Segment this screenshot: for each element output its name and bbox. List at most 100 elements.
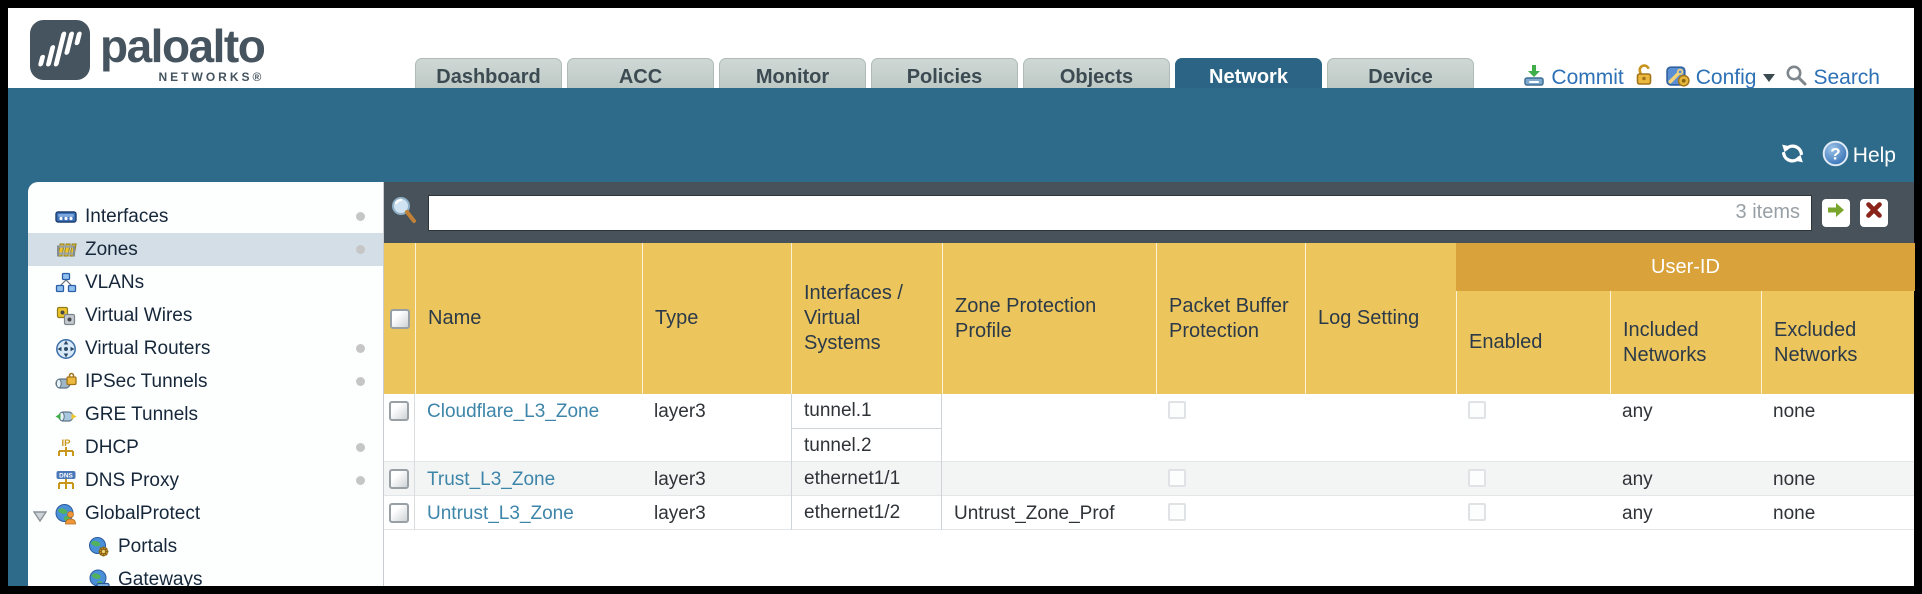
svg-text:?: ?	[1830, 145, 1840, 164]
packet-buffer-checkbox[interactable]	[1168, 503, 1186, 521]
cell-user-id-enabled	[1456, 496, 1610, 530]
sidebar-item-zones[interactable]: Zones	[28, 233, 383, 266]
column-header-zone-protection-profile[interactable]: Zone Protection Profile	[942, 243, 1156, 394]
cell-name: Untrust_L3_Zone	[415, 496, 642, 530]
sidebar-item-globalprotect[interactable]: GlobalProtect	[28, 497, 383, 530]
column-header-name[interactable]: Name	[415, 243, 642, 394]
apply-filter-button[interactable]	[1822, 198, 1850, 227]
paloalto-logo-mark-icon	[30, 20, 90, 85]
column-header-included-networks[interactable]: Included Networks	[1610, 291, 1761, 394]
virtual-routers-icon	[55, 338, 77, 360]
column-header-packet-buffer-protection[interactable]: Packet Buffer Protection	[1156, 243, 1305, 394]
filter-input[interactable]	[428, 194, 1812, 231]
sidebar-item-label: IPSec Tunnels	[85, 370, 208, 392]
cell-interfaces: ethernet1/2	[791, 496, 942, 530]
sidebar-item-label: Virtual Wires	[85, 304, 193, 326]
sidebar-item-label: GRE Tunnels	[85, 403, 198, 425]
cell-packet-buffer-protection	[1156, 394, 1305, 462]
packet-buffer-checkbox[interactable]	[1168, 401, 1186, 419]
sidebar-item-gateways[interactable]: Gateways	[28, 563, 383, 586]
help-icon: ?	[1822, 140, 1849, 172]
zone-name-link[interactable]: Cloudflare_L3_Zone	[427, 401, 600, 422]
cell-zone-protection-profile	[942, 462, 1156, 496]
zones-icon	[55, 239, 77, 261]
row-checkbox[interactable]	[389, 401, 409, 421]
interface-entry: tunnel.1	[804, 400, 872, 421]
user-id-group-header: User-ID	[1456, 243, 1915, 291]
portals-icon	[88, 536, 110, 558]
refresh-icon[interactable]	[1779, 140, 1806, 172]
sidebar-item-vlans[interactable]: VLANs	[28, 266, 383, 299]
zone-name-link[interactable]: Trust_L3_Zone	[427, 469, 556, 490]
table-row: Untrust_L3_Zone layer3 ethernet1/2 Untru…	[384, 496, 1914, 530]
sidebar-item-virtual-wires[interactable]: Virtual Wires	[28, 299, 383, 332]
help-label: Help	[1852, 144, 1896, 167]
dns-proxy-icon: DNS	[55, 470, 77, 492]
sidebar-item-virtual-routers[interactable]: Virtual Routers	[28, 332, 383, 365]
interface-entry: ethernet1/1	[804, 468, 901, 489]
gre-tunnels-icon	[55, 404, 77, 426]
red-x-icon	[1865, 201, 1883, 224]
row-checkbox-cell	[384, 496, 415, 530]
row-checkbox[interactable]	[389, 503, 409, 523]
cell-packet-buffer-protection	[1156, 496, 1305, 530]
packet-buffer-checkbox[interactable]	[1168, 469, 1186, 487]
status-dot	[356, 212, 365, 221]
column-header-excluded-networks[interactable]: Excluded Networks	[1761, 291, 1915, 394]
paloalto-logo: paloalto NETWORKS®	[30, 20, 266, 85]
config-icon	[1665, 62, 1691, 93]
cell-excluded-networks: none	[1773, 469, 1816, 490]
commit-icon	[1522, 63, 1546, 92]
column-header-type[interactable]: Type	[642, 243, 791, 394]
column-header-log-setting[interactable]: Log Setting	[1305, 243, 1456, 394]
sidebar-item-label: GlobalProtect	[85, 502, 201, 524]
sidebar-item-label: DNS Proxy	[85, 469, 179, 491]
cell-log-setting	[1305, 394, 1456, 462]
status-dot	[356, 344, 365, 353]
filter-bar: 3 items	[384, 182, 1914, 243]
sidebar-item-portals[interactable]: Portals	[28, 530, 383, 563]
header-checkbox-cell	[384, 243, 415, 394]
commit-button[interactable]: Commit	[1522, 63, 1624, 92]
cell-type: layer3	[654, 469, 706, 490]
cell-zone-protection-profile: Untrust_Zone_Prof	[954, 503, 1115, 524]
clear-filter-button[interactable]	[1860, 198, 1888, 227]
filter-input-wrap: 3 items	[428, 194, 1812, 231]
column-header-interfaces[interactable]: Interfaces / Virtual Systems	[791, 243, 942, 394]
lock-icon[interactable]	[1633, 63, 1656, 92]
help-button[interactable]: ? Help	[1822, 140, 1896, 172]
user-id-enabled-checkbox[interactable]	[1468, 469, 1486, 487]
cell-interfaces: ethernet1/1	[791, 462, 942, 496]
user-id-enabled-checkbox[interactable]	[1468, 401, 1486, 419]
zone-name-link[interactable]: Untrust_L3_Zone	[427, 503, 574, 524]
sidebar-item-ipsec-tunnels[interactable]: IPSec Tunnels	[28, 365, 383, 398]
user-id-enabled-checkbox[interactable]	[1468, 503, 1486, 521]
cell-excluded-networks: none	[1773, 503, 1816, 524]
row-checkbox-cell	[384, 462, 415, 496]
status-dot	[356, 443, 365, 452]
sidebar-item-gre-tunnels[interactable]: GRE Tunnels	[28, 398, 383, 431]
select-all-checkbox[interactable]	[389, 308, 410, 329]
sidebar-item-dhcp[interactable]: IP DHCP	[28, 431, 383, 464]
cell-log-setting	[1305, 462, 1456, 496]
cell-interfaces: tunnel.1 tunnel.2	[791, 394, 942, 462]
cell-type: layer3	[654, 503, 706, 524]
sidebar-item-label: Zones	[85, 238, 138, 260]
column-header-enabled[interactable]: Enabled	[1456, 291, 1610, 394]
sidebar-item-label: VLANs	[85, 271, 145, 293]
ipsec-tunnels-icon	[55, 371, 77, 393]
config-menu-button[interactable]: Config	[1665, 62, 1776, 93]
expander-triangle-icon[interactable]	[32, 507, 48, 529]
sidebar-item-label: DHCP	[85, 436, 139, 458]
sidebar-item-interfaces[interactable]: Interfaces	[28, 200, 383, 233]
sidebar-panel: Interfaces Zones	[28, 182, 383, 586]
row-checkbox[interactable]	[389, 469, 409, 489]
sidebar-item-dns-proxy[interactable]: DNS DNS Proxy	[28, 464, 383, 497]
cell-zone-protection-profile	[942, 394, 1156, 462]
table-row: Trust_L3_Zone layer3 ethernet1/1 any non…	[384, 462, 1914, 496]
search-button[interactable]: Search	[1784, 63, 1880, 92]
top-header: paloalto NETWORKS® Dashboard ACC Monitor…	[8, 8, 1914, 96]
virtual-wires-icon	[55, 305, 77, 327]
table-row: Cloudflare_L3_Zone layer3 tunnel.1 tunne…	[384, 394, 1914, 462]
